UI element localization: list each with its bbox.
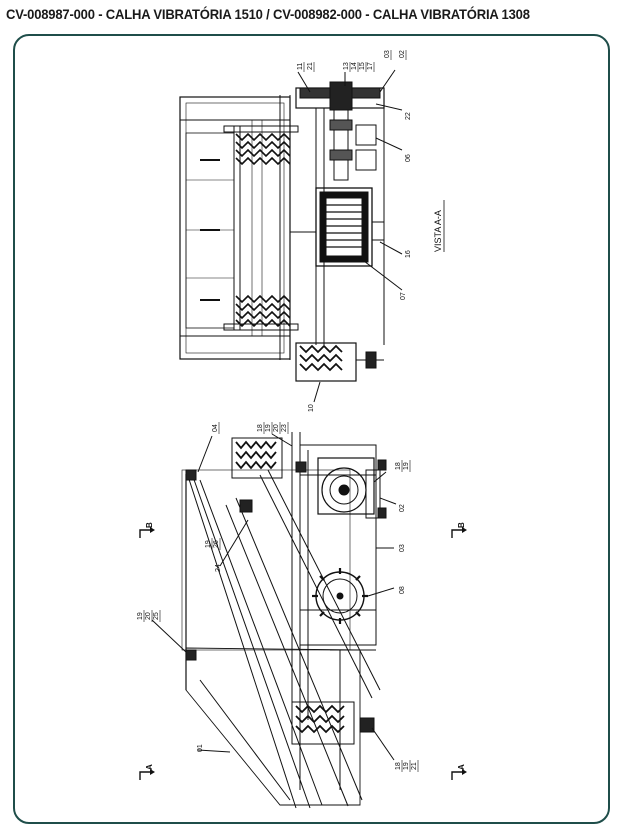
balloon-20-a: 20 xyxy=(273,424,280,432)
section-letter: A xyxy=(145,764,154,770)
balloon-02: 02 xyxy=(399,50,406,58)
balloon-13: 13 xyxy=(343,62,350,70)
balloon-18-a: 18 xyxy=(257,424,264,432)
balloon-19-a: 19 xyxy=(265,424,272,432)
section-marker-b-right: B xyxy=(451,522,467,538)
balloon-10: 10 xyxy=(308,404,315,412)
section-letter: B xyxy=(457,522,466,528)
vista-a-a-drawing xyxy=(179,69,403,403)
balloon-03: 03 xyxy=(384,50,391,58)
balloon-06: 06 xyxy=(405,154,412,162)
section-marker-a-left: A xyxy=(139,764,155,780)
balloon-16: 16 xyxy=(405,250,412,258)
section-letter: A xyxy=(457,764,466,770)
section-marker-b-left: B xyxy=(139,522,155,538)
balloon-15: 15 xyxy=(359,62,366,70)
balloon-18-b: 18 xyxy=(395,462,402,470)
balloon-25: 25 xyxy=(153,612,160,620)
side-view-drawing xyxy=(151,432,397,809)
balloon-19-b: 19 xyxy=(403,462,410,470)
balloon-02: 02 xyxy=(399,504,406,512)
section-marker-a-right: A xyxy=(451,764,467,780)
balloon-19-d: 19 xyxy=(137,612,144,620)
view-title: VISTA A-A xyxy=(433,210,443,252)
side-view-underlines xyxy=(143,422,419,772)
page-title: CV-008987-000 - CALHA VIBRATÓRIA 1510 / … xyxy=(6,6,530,22)
balloon-14: 14 xyxy=(351,62,358,70)
balloon-11: 11 xyxy=(297,63,304,70)
balloon-07: 07 xyxy=(400,292,407,300)
section-letter: B xyxy=(145,522,154,528)
balloon-24: 24 xyxy=(215,564,222,572)
vista-a-a-balloons: 11 21 13 14 15 17 03 02 22 06 16 07 10 xyxy=(297,50,412,412)
balloon-18-c: 18 xyxy=(395,762,402,770)
balloon-21: 21 xyxy=(307,62,314,70)
balloon-17: 17 xyxy=(367,62,374,70)
balloon-21: 21 xyxy=(411,762,418,770)
balloon-19-c: 19 xyxy=(205,540,212,548)
vista-a-a-underlines xyxy=(303,50,407,72)
balloon-26: 26 xyxy=(213,540,220,548)
balloon-08: 08 xyxy=(399,586,406,594)
balloon-23-a: 23 xyxy=(281,424,288,432)
balloon-01: 01 xyxy=(197,744,204,752)
balloon-04: 04 xyxy=(212,424,219,432)
balloon-03: 03 xyxy=(399,544,406,552)
balloon-20-b: 20 xyxy=(145,612,152,620)
balloon-22: 22 xyxy=(405,112,412,120)
balloon-19-e: 19 xyxy=(403,762,410,770)
side-view-balloons: 04 18 19 20 23 18 19 02 19 26 24 03 19 2… xyxy=(137,424,418,770)
